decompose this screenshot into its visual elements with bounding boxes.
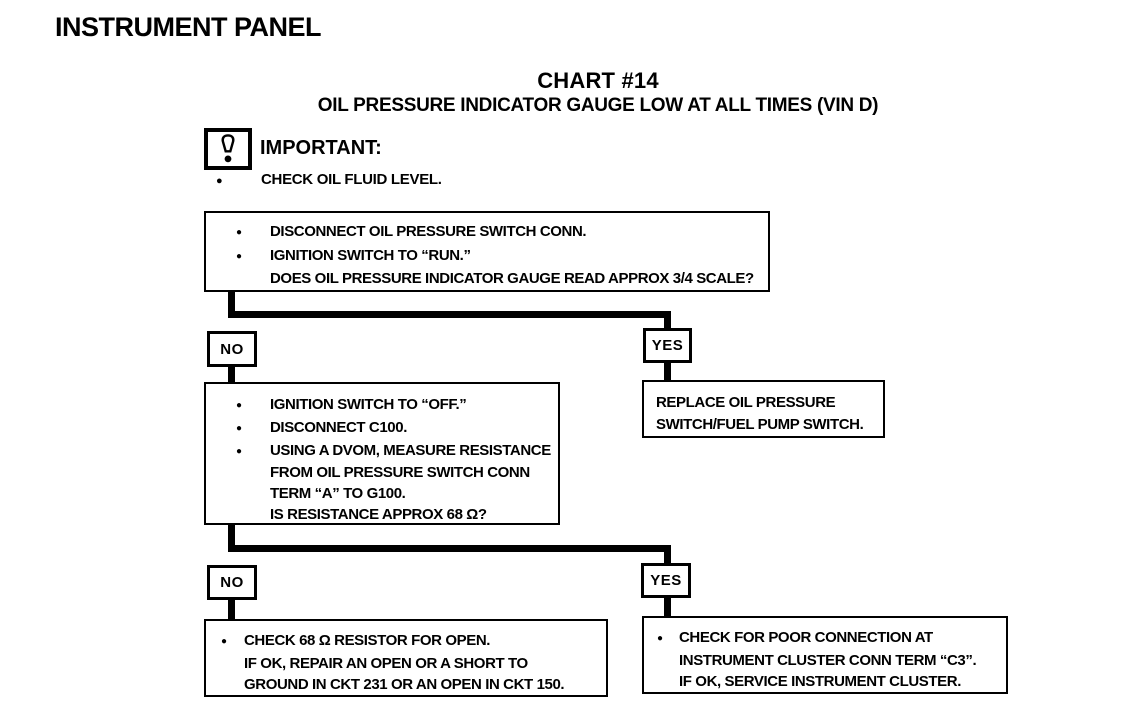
- branch2-yes-box: YES: [641, 563, 691, 598]
- flow-line: ● DISCONNECT C100.: [236, 418, 556, 441]
- flow-line: GROUND IN CKT 231 OR AN OPEN IN CKT 150.: [244, 676, 565, 693]
- flow-box-check-resistor: ● CHECK 68 Ω RESISTOR FOR OPEN. IF OK, R…: [204, 619, 608, 697]
- flow-line: FROM OIL PRESSURE SWITCH CONN: [270, 464, 530, 482]
- flow-line: ● CHECK FOR POOR CONNECTION AT: [657, 627, 1004, 650]
- flow-line: ● USING A DVOM, MEASURE RESISTANCE: [236, 441, 556, 464]
- flow-line: ● IGNITION SWITCH TO “OFF.”: [236, 395, 556, 418]
- flow-box-step2: ● IGNITION SWITCH TO “OFF.” ● DISCONNECT…: [204, 382, 560, 525]
- connector-branch2-to-yes: [664, 545, 671, 564]
- connector-step1-down: [228, 291, 235, 312]
- connector-branch1-horizontal: [228, 311, 671, 318]
- bullet-icon: ●: [221, 636, 227, 647]
- flow-line: DOES OIL PRESSURE INDICATOR GAUGE READ A…: [270, 270, 754, 287]
- bullet-icon: ●: [236, 250, 242, 262]
- bullet-icon: ●: [657, 633, 663, 644]
- flow-line: SWITCH/FUEL PUMP SWITCH.: [656, 416, 864, 433]
- flow-line: ● CHECK 68 Ω RESISTOR FOR OPEN.: [221, 630, 604, 653]
- flow-box-check-connection: ● CHECK FOR POOR CONNECTION AT INSTRUMEN…: [642, 616, 1008, 694]
- branch2-no-box: NO: [207, 565, 257, 600]
- branch1-no-box: NO: [207, 331, 257, 367]
- branch1-yes-box: YES: [643, 328, 692, 363]
- connector-branch1-to-yes: [664, 311, 671, 329]
- important-label: IMPORTANT:: [260, 137, 382, 159]
- chart-number-title: CHART #14: [537, 68, 659, 93]
- flow-line: IS RESISTANCE APPROX 68 Ω?: [270, 505, 487, 523]
- flow-line: TERM “A” TO G100.: [270, 485, 406, 503]
- connector-no2-down: [228, 599, 235, 620]
- bullet-icon: ●: [236, 445, 242, 457]
- bullet-icon: ●: [236, 422, 242, 434]
- connector-no1-down: [228, 366, 235, 383]
- connector-step2-down: [228, 524, 235, 546]
- flow-line: INSTRUMENT CLUSTER CONN TERM “C3”.: [679, 652, 977, 669]
- connector-yes1-down: [664, 361, 671, 381]
- bullet-icon: ●: [236, 227, 242, 238]
- connector-branch2-horizontal: [228, 545, 671, 552]
- important-note: CHECK OIL FLUID LEVEL.: [261, 171, 442, 188]
- flow-box-step1: ● DISCONNECT OIL PRESSURE SWITCH CONN. ●…: [204, 211, 770, 292]
- bullet-icon: ●: [216, 175, 223, 187]
- flow-line: ● IGNITION SWITCH TO “RUN.”: [236, 245, 764, 269]
- chart-subtitle: OIL PRESSURE INDICATOR GAUGE LOW AT ALL …: [317, 95, 879, 116]
- important-exclamation-icon: [204, 128, 252, 170]
- flow-line: ● DISCONNECT OIL PRESSURE SWITCH CONN.: [236, 221, 764, 245]
- flow-line: IF OK, SERVICE INSTRUMENT CLUSTER.: [679, 673, 961, 690]
- bullet-icon: ●: [236, 400, 242, 411]
- flow-line: IF OK, REPAIR AN OPEN OR A SHORT TO: [244, 655, 528, 672]
- connector-yes2-down: [664, 597, 671, 617]
- flow-line: REPLACE OIL PRESSURE: [656, 394, 836, 411]
- page-title: INSTRUMENT PANEL: [55, 12, 322, 42]
- flow-box-replace-switch: REPLACE OIL PRESSURE SWITCH/FUEL PUMP SW…: [642, 380, 885, 438]
